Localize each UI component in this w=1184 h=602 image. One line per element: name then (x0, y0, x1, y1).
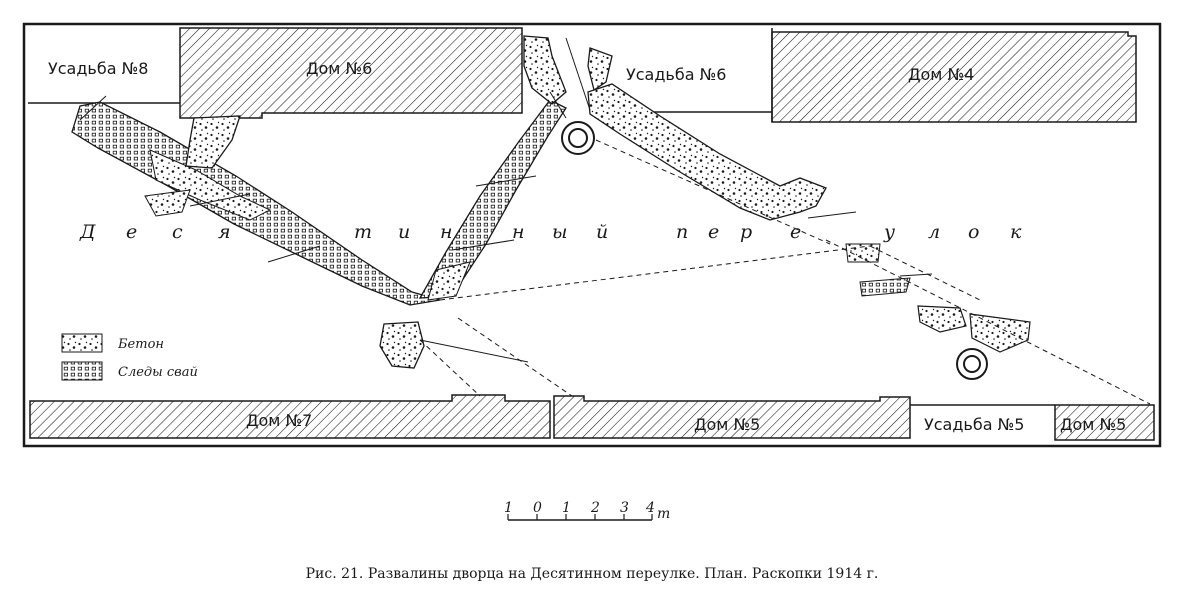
section-lines (79, 37, 933, 363)
foundation-top-block-right (587, 47, 613, 92)
street-letter: й (596, 221, 608, 243)
foundation-center-band (418, 99, 567, 299)
foundation-right-mid (845, 243, 881, 263)
foundation-center-concrete (427, 261, 471, 301)
scale-tick: 3 (620, 500, 629, 516)
top-buildings (28, 27, 1137, 123)
building-dom5 (553, 395, 911, 439)
street-letter: и (398, 221, 410, 243)
legend: Бетон Следы свай (61, 333, 198, 381)
foundation-right-band (587, 83, 827, 221)
foundation-spur-dom6 (185, 115, 241, 169)
street-letter: р (740, 221, 752, 243)
building-dom7 (29, 394, 551, 439)
street-letter: л (928, 221, 940, 243)
legend-swatch-concrete (61, 333, 103, 353)
label-dom6: Дом №6 (306, 59, 372, 78)
pillar-bottom-inner (963, 355, 981, 373)
street-letter: я (218, 221, 231, 243)
foundation-right-lower-2 (917, 305, 967, 333)
foundation-left-concrete-strip (149, 149, 272, 221)
street-letter: е (790, 221, 801, 243)
foundations (71, 35, 1031, 369)
street-letter: у (883, 221, 895, 243)
legend-swatch-piles (61, 361, 103, 381)
scale-tick: 2 (590, 500, 600, 516)
street-letter: ы (552, 221, 567, 243)
scale-tick: 1 (562, 500, 571, 516)
street-letter: е (126, 221, 137, 243)
scale-unit: m (657, 506, 670, 522)
label-dom5-small: Дом №5 (1060, 415, 1126, 434)
pillars (561, 121, 988, 380)
foundation-top-block (523, 35, 567, 105)
scale-bar: 1 0 1 2 3 4 m (504, 500, 670, 522)
street-letter: н (440, 221, 453, 243)
building-dom5-small (1054, 404, 1155, 441)
scale-tick: 0 (533, 500, 542, 516)
foundation-left-stub (144, 189, 191, 217)
street-letter: с (172, 221, 183, 243)
legend-label-concrete: Бетон (117, 337, 164, 352)
foundation-right-lower-3 (969, 313, 1031, 353)
foundation-bottom-blob (379, 321, 425, 369)
street-name: Д е с я т и н н ы й п е р е у л о к (79, 221, 1022, 243)
label-dom5: Дом №5 (694, 415, 760, 434)
legend-label-piles: Следы свай (118, 365, 198, 380)
street-letter: Д (79, 221, 96, 243)
pillar-top-inner (568, 128, 588, 148)
label-usadba8: Усадьба №8 (48, 59, 148, 78)
bottom-buildings (29, 394, 1155, 441)
label-usadba5: Усадьба №5 (924, 415, 1024, 434)
street-letter: к (1010, 221, 1022, 243)
figure-caption: Рис. 21. Развалины дворца на Десятинном … (306, 566, 879, 582)
street-letter: п (676, 221, 688, 243)
foundation-right-lower-1 (859, 277, 911, 297)
street-letter: т (354, 221, 372, 243)
scale-tick: 4 (645, 500, 655, 516)
street-letter: о (968, 221, 979, 243)
scale-tick: 1 (504, 500, 513, 516)
dashed-lines (419, 139, 1151, 405)
street-letter: е (708, 221, 719, 243)
label-dom4: Дом №4 (908, 65, 974, 84)
label-usadba6: Усадьба №6 (626, 65, 726, 84)
label-dom7: Дом №7 (246, 411, 312, 430)
building-dom6 (179, 27, 523, 119)
street-letter: н (512, 221, 525, 243)
